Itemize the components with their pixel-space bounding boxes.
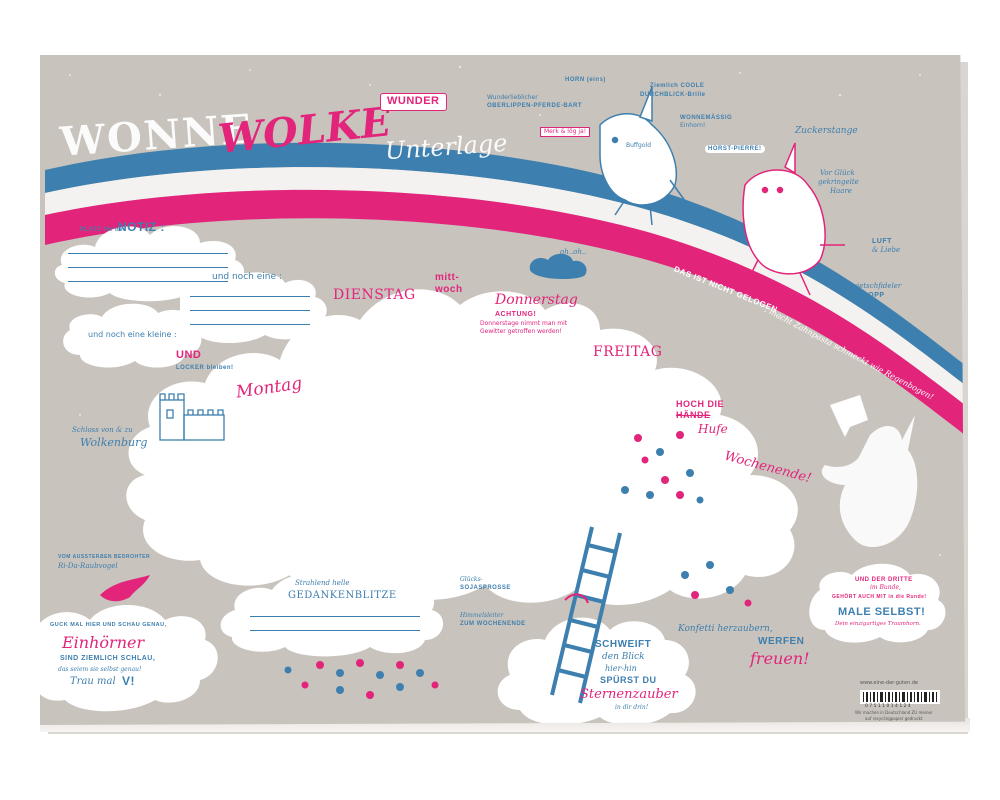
bottom-left-line-1: GUCK MAL HIER UND SCHAU GENAU, bbox=[50, 622, 167, 628]
label-glueck-1: Vor Glück bbox=[820, 169, 855, 177]
bottom-left-einhoerner: Einhörner bbox=[62, 633, 145, 652]
bottom-right-barcode-num: 0 7 5 1 1 0 1 4 1 2 4 bbox=[865, 704, 911, 709]
label-glueck-2: gekringelte bbox=[818, 178, 859, 186]
castle bbox=[159, 393, 225, 441]
day-donnerstag-note-2: Gewitter getroffen werden! bbox=[480, 328, 562, 335]
bottom-left-line-4: das seiem sie selbst genau! bbox=[58, 666, 142, 673]
gedanken-cloud bbox=[220, 572, 444, 657]
day-dienstag: DIENSTAG bbox=[333, 287, 416, 303]
title-wunder: WUNDER bbox=[380, 93, 447, 111]
bottom-left-line-3: SIND ZIEMLICH SCHLAU, bbox=[60, 655, 156, 662]
unicorn-blue bbox=[599, 86, 689, 226]
bottom-right-dritte-1: UND DER DRITTE bbox=[855, 577, 913, 583]
day-achtung: ACHTUNG! bbox=[495, 311, 537, 318]
unicorn-pink bbox=[742, 142, 845, 296]
bird bbox=[100, 575, 150, 602]
sprout bbox=[564, 593, 589, 604]
bottom-right-konfetti: Konfetti herzaubern, bbox=[678, 624, 773, 634]
note-und: UND bbox=[176, 349, 202, 361]
castle-line-1: Schloss von & zu bbox=[72, 426, 133, 434]
day-freitag: FREITAG bbox=[593, 344, 663, 360]
note-platz: PLATZ für'ne bbox=[80, 227, 123, 233]
rainbow-pink-stripe bbox=[45, 189, 965, 435]
bottom-center-line-3: hier-hin bbox=[605, 664, 637, 673]
right-cloud bbox=[809, 563, 946, 643]
desk-pad: WONNE WOLKE Unterlage WUNDER PLATZ für'n… bbox=[40, 55, 965, 725]
bottom-right-einzig: Dein einzigartiges Traumhorn. bbox=[835, 621, 921, 627]
label-wunder-1: Wunderlieblicher bbox=[487, 94, 538, 101]
label-galopp-1: quietschfideler bbox=[848, 282, 902, 290]
label-zucker: Zuckerstange bbox=[795, 126, 858, 136]
ladder-himmel-2: ZUM WOCHENENDE bbox=[460, 621, 526, 627]
note-locker: LOCKER bleiben! bbox=[176, 365, 234, 371]
bottom-right-web[interactable]: www.eine-der-guten.de bbox=[860, 680, 919, 686]
label-merk: Merk & lög ja! bbox=[540, 127, 591, 138]
bottom-right-male: MALE SELBST! bbox=[838, 606, 926, 618]
label-glueck-3: Haare bbox=[830, 187, 852, 195]
big-cloud bbox=[126, 289, 798, 605]
day-haende: HÄNDE bbox=[676, 410, 711, 420]
bottom-right-freuen: freuen! bbox=[750, 649, 810, 668]
bottom-right-werfen: WERFEN bbox=[758, 636, 805, 647]
bottom-center-line-4: SPÜRST DU bbox=[600, 675, 657, 685]
speech-bubble bbox=[830, 395, 868, 437]
rainbow-blue-stripe bbox=[45, 142, 965, 385]
note-notiz: NOTIZ : bbox=[118, 220, 165, 234]
castle-line-2: Wolkenburg bbox=[80, 436, 148, 449]
unicorn-silhouette bbox=[821, 415, 918, 548]
bottom-left-v: V! bbox=[122, 674, 135, 688]
note-lines-2 bbox=[190, 283, 310, 325]
label-wunder-2: OBERLIPPEN-PFERDE-BART bbox=[487, 103, 583, 109]
bottom-right-made-1: Wir machen in Deutschland ZU meiner bbox=[855, 710, 933, 715]
label-galopp-2: GALOPP bbox=[852, 292, 885, 299]
note-cloud-2 bbox=[172, 272, 327, 344]
label-horst: HORST-PIERRE! bbox=[705, 145, 765, 154]
label-luft-2: & Liebe bbox=[872, 246, 901, 254]
bottom-left-cloud bbox=[40, 605, 218, 712]
confetti-dots bbox=[284, 431, 752, 699]
bottom-center-line-2: den Blick bbox=[602, 652, 645, 662]
gedanken-lines bbox=[250, 603, 420, 631]
barcode bbox=[860, 690, 940, 704]
note-cloud-3 bbox=[63, 303, 202, 368]
label-ziemlich-1: Ziemlich COOLE bbox=[650, 83, 705, 89]
day-hoch-die: HOCH DIE bbox=[676, 399, 725, 409]
bottom-right-dritte-3: GEHÖRT AUCH MIT in die Runde! bbox=[832, 594, 927, 600]
day-mittwoch-1: mitt- bbox=[435, 272, 460, 283]
gedanken-line-2: GEDANKENBLITZE bbox=[288, 590, 397, 601]
illustration bbox=[40, 65, 965, 725]
label-wonnemaessig-1: WONNEMÄSSIG bbox=[680, 115, 733, 121]
bottom-left-trau: Trau mal bbox=[70, 676, 116, 687]
bottom-right-made-2: auf recyclingpapier gedruckt bbox=[865, 716, 923, 721]
rainbow-white-stripe bbox=[45, 167, 965, 405]
day-donnerstag-note-1: Donnerstage nimmt man mit bbox=[480, 320, 568, 327]
ladder-gluecks-2: SOJASPROSSE bbox=[460, 585, 511, 591]
note-noch-eine: und noch eine : bbox=[212, 272, 282, 282]
bottom-center-line-6: in dir drin! bbox=[615, 704, 649, 711]
day-hufe: Hufe bbox=[698, 422, 728, 436]
day-donnerstag: Donnerstag bbox=[495, 292, 578, 308]
bird-line-2: Ri-Da-Raubvogel bbox=[58, 562, 118, 570]
bottom-center-line-1: SCHWEIFT bbox=[595, 639, 652, 650]
bottom-right-dritte-2: im Bunde, bbox=[870, 584, 901, 591]
ladder-himmel-1: Himmelsleiter bbox=[460, 612, 504, 619]
label-oh: oh..oh.. bbox=[560, 248, 587, 256]
label-ziemlich-2: DURCHBLICK-Brille bbox=[640, 92, 706, 98]
label-horn: HORN (eins) bbox=[565, 77, 606, 83]
bottom-center-cloud bbox=[497, 617, 696, 725]
rain-cloud bbox=[529, 253, 587, 280]
bird-line-1: VOM AUSSTERBEN BEDROHTER bbox=[58, 554, 151, 560]
bottom-center-line-5: Sternenzauber bbox=[580, 687, 678, 702]
note-lines-1 bbox=[68, 240, 228, 282]
label-luft-1: LUFT bbox=[872, 238, 892, 245]
gedanken-line-1: Strahlend helle bbox=[295, 579, 350, 587]
label-buff: Buffgold bbox=[626, 142, 652, 149]
note-noch-eine-kleine: und noch eine kleine : bbox=[88, 330, 177, 339]
ladder-gluecks-1: Glücks- bbox=[460, 576, 483, 583]
label-wonnemaessig-2: Einhorn! bbox=[680, 122, 706, 129]
day-mittwoch-2: woch bbox=[435, 284, 463, 295]
